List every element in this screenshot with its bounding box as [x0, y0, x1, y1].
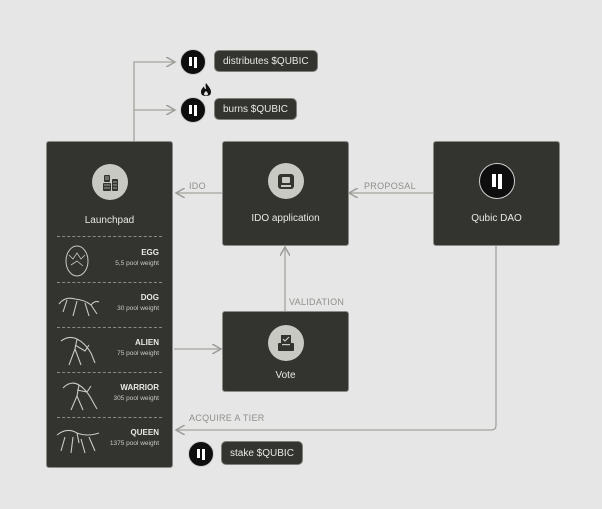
atm-machine-icon [268, 163, 304, 199]
arrow-dao-to-launchpad-tier [176, 246, 497, 430]
edge-label-ido: IDO [189, 181, 206, 191]
launchpad-box[interactable]: Launchpad EGG 5,5 pool weight DOG 30 poo… [46, 141, 173, 468]
dog-alien-icon [58, 297, 100, 317]
qubic-logo-icon [479, 163, 515, 199]
stacked-coins-icon [92, 164, 128, 200]
stake-qubic-pill: stake $QUBIC [221, 441, 303, 465]
tier-weight: 5,5 pool weight [115, 260, 159, 267]
qubic-coin-icon [180, 97, 206, 123]
edge-label-proposal: PROPOSAL [364, 181, 416, 191]
tier-dog[interactable]: DOG 30 pool weight [47, 283, 172, 328]
ballot-box-icon [268, 325, 304, 361]
tier-separator [57, 327, 162, 328]
tier-separator [57, 417, 162, 418]
edge-label-validation: VALIDATION [289, 297, 345, 307]
arrow-launchpad-to-distributes [133, 62, 175, 141]
tier-egg[interactable]: EGG 5,5 pool weight [47, 238, 172, 283]
launchpad-label: Launchpad [84, 215, 135, 226]
tier-queen[interactable]: QUEEN 1375 pool weight [47, 418, 172, 462]
tier-name: EGG [141, 248, 159, 257]
egg-alien-icon [65, 245, 89, 277]
qubic-dao-box[interactable]: Qubic DAO [433, 141, 560, 246]
flame-icon [199, 82, 213, 102]
burns-qubic-pill: burns $QUBIC [214, 98, 298, 120]
vote-label: Vote [275, 370, 296, 381]
warrior-alien-icon [62, 382, 98, 411]
tier-weight: 30 pool weight [117, 305, 159, 312]
alien-icon [60, 336, 96, 366]
tier-weight: 75 pool weight [117, 350, 159, 357]
qubic-dao-label: Qubic DAO [471, 213, 522, 224]
tier-name: DOG [140, 293, 159, 302]
edge-label-acquire-tier: ACQUIRE A TIER [189, 413, 265, 423]
ido-application-box[interactable]: IDO application [222, 141, 349, 246]
tier-weight: 305 pool weight [113, 395, 159, 402]
vote-box[interactable]: Vote [222, 311, 349, 392]
tier-alien[interactable]: ALIEN 75 pool weight [47, 328, 172, 373]
qubic-coin-icon [180, 49, 206, 75]
ido-application-label: IDO application [251, 213, 320, 224]
queen-alien-icon [56, 429, 100, 454]
tier-separator [57, 372, 162, 373]
tier-name: WARRIOR [120, 383, 159, 392]
tier-weight: 1375 pool weight [109, 440, 159, 447]
tier-warrior[interactable]: WARRIOR 305 pool weight [47, 373, 172, 418]
tier-name: ALIEN [135, 338, 159, 347]
tier-separator [57, 236, 162, 237]
distributes-qubic-pill: distributes $QUBIC [214, 50, 318, 72]
tier-separator [57, 282, 162, 283]
qubic-coin-icon [188, 441, 214, 467]
tier-name: QUEEN [130, 428, 159, 437]
